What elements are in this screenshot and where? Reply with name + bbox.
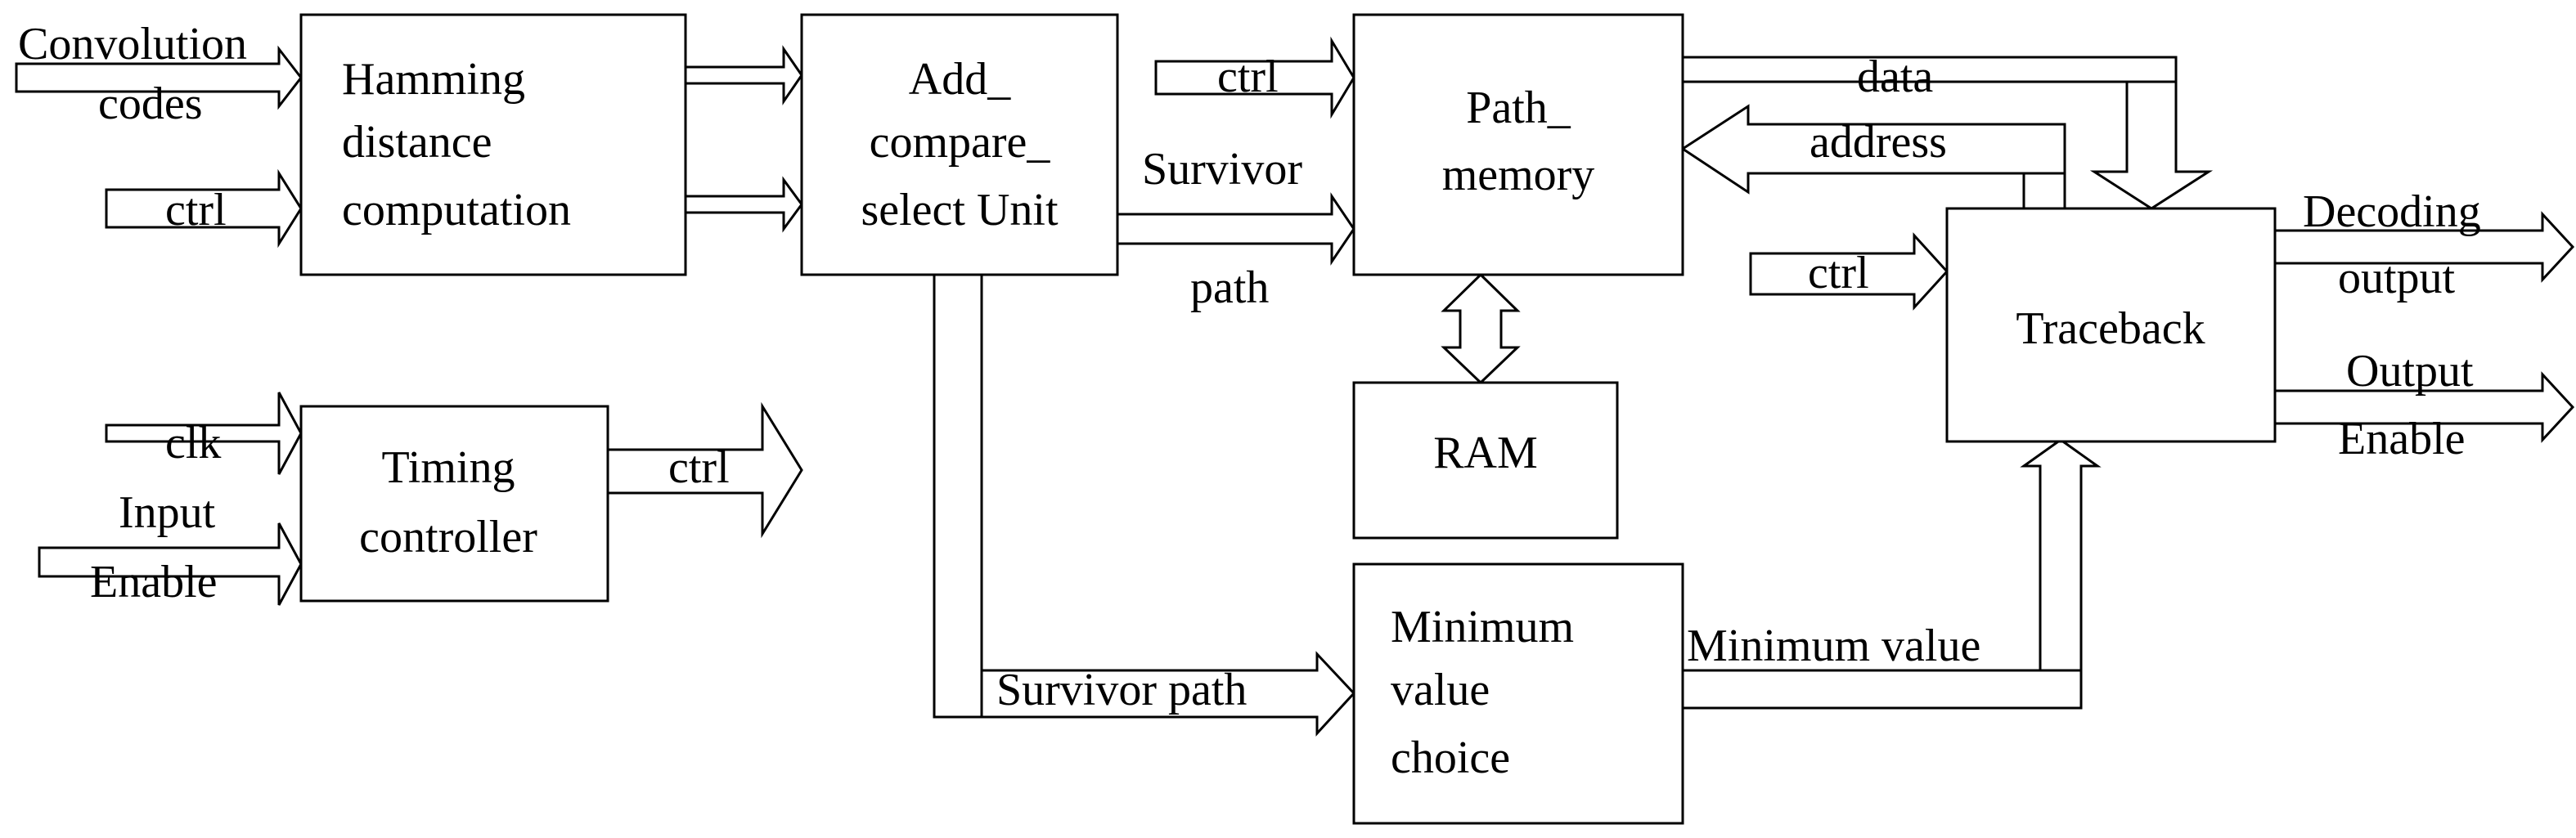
decoding-output-arrow	[2273, 211, 2575, 283]
traceback-label: Traceback	[2016, 303, 2205, 354]
hamming-label-line-1: Hamming	[342, 54, 525, 105]
output-enable-arrow	[2273, 371, 2575, 443]
convolution-codes-arrow	[15, 45, 303, 110]
input-label: Input	[119, 487, 216, 538]
hamming-ctrl-arrow	[105, 168, 303, 249]
acs-label-line-1: Add_	[909, 54, 1011, 105]
input-enable-arrow	[38, 522, 303, 606]
timing-controller-block	[299, 405, 609, 603]
hamming-label-line-3: computation	[342, 185, 571, 235]
codes-label: codes	[98, 78, 203, 129]
min-value-label-line-1: Minimum	[1391, 602, 1574, 652]
timing-label-line-2: controller	[359, 512, 537, 562]
minimum-value-arrow-head	[2020, 438, 2102, 672]
acs-unit-block	[800, 13, 1119, 276]
min-value-label-line-3: choice	[1391, 733, 1510, 783]
address-arrow-head	[1680, 104, 2066, 195]
min-value-label-line-2: value	[1391, 665, 1490, 715]
path-memory-label-line-2: memory	[1442, 150, 1595, 200]
path-memory-block	[1352, 13, 1684, 276]
ram-block	[1352, 381, 1619, 540]
convolution-label: Convolution	[18, 19, 247, 69]
data-arrow-head	[2089, 80, 2214, 210]
hamming-label-line-2: distance	[342, 117, 492, 168]
timing-label-line-1: Timing	[382, 442, 515, 493]
hamming-to-acs-arrow-1	[684, 45, 803, 105]
acs-to-min-line-outer	[933, 275, 1317, 719]
acs-label-line-2: compare_	[870, 117, 1051, 168]
timing-ctrl-out-label: ctrl	[668, 442, 730, 493]
data-label: data	[1857, 52, 1933, 102]
hamming-to-acs-arrow-2	[684, 176, 803, 233]
address-label: address	[1809, 117, 1947, 168]
decoding-label: Decoding	[2303, 186, 2481, 237]
enable-label: Enable	[90, 557, 217, 607]
survivor-path-arrow-head	[980, 651, 1356, 737]
path-memory-ctrl-arrow	[1154, 36, 1355, 119]
min-to-traceback-line-lower	[1683, 466, 2083, 710]
hamming-ctrl-label: ctrl	[165, 185, 227, 235]
hamming-distance-block	[299, 13, 687, 276]
decoding-output-label: output	[2338, 253, 2456, 303]
survivor-path-label: Survivor path	[996, 665, 1247, 715]
output-enable-label: Enable	[2338, 414, 2465, 464]
path-memory-ram-arrow	[1441, 272, 1521, 385]
address-line-outer	[1748, 172, 2025, 208]
output-label: Output	[2346, 346, 2474, 397]
acs-label-line-3: select Unit	[861, 185, 1058, 235]
ram-label: RAM	[1433, 428, 1538, 478]
minimum-value-choice-block	[1352, 562, 1684, 825]
traceback-block	[1945, 207, 2277, 443]
acs-to-path-memory-arrow	[1116, 192, 1355, 266]
acs-to-min-line-inner	[980, 275, 1317, 672]
path-memory-ctrl-label: ctrl	[1217, 52, 1279, 102]
clk-arrow	[105, 392, 303, 475]
survivor-label: Survivor	[1142, 144, 1302, 195]
traceback-ctrl-arrow	[1749, 232, 1949, 311]
path-memory-label-line-1: Path_	[1466, 83, 1571, 133]
clk-label: clk	[165, 418, 221, 468]
path-label: path	[1190, 262, 1269, 313]
traceback-ctrl-label: ctrl	[1808, 248, 1869, 298]
minimum-value-label: Minimum value	[1687, 621, 1980, 671]
timing-ctrl-out-arrow	[606, 401, 803, 539]
